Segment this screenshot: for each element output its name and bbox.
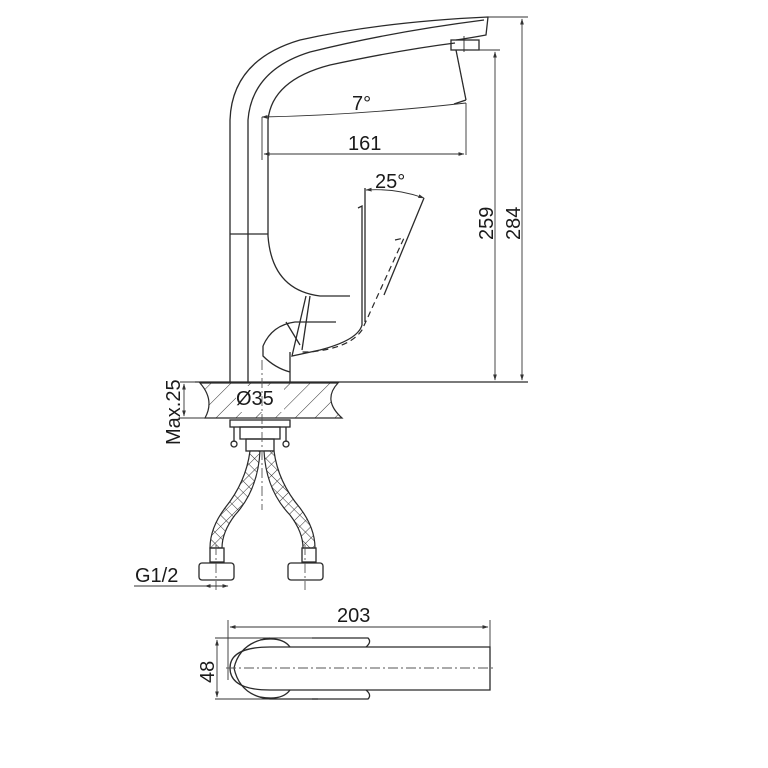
outlet-height-label: 259 — [476, 207, 498, 240]
height-dimensions: 259 284 — [468, 16, 528, 381]
top-width-label: 48 — [197, 661, 219, 683]
spout-reach-dimension: 7° 161 — [261, 93, 467, 160]
lever-angle-dimension: 25° — [364, 171, 425, 322]
top-length-label: 203 — [337, 605, 370, 627]
lever-angle-label: 25° — [375, 171, 405, 193]
thread-dimension: G1/2 — [134, 565, 229, 588]
countertop-section: Ø35 Max.25 — [163, 379, 528, 445]
supply-hoses — [198, 450, 324, 590]
total-height-label: 284 — [503, 207, 525, 240]
spout-reach-label: 161 — [348, 133, 381, 155]
faucet-top-view: 203 48 — [197, 605, 496, 700]
faucet-side-view — [229, 16, 489, 382]
spout-angle-label: 7° — [352, 93, 371, 115]
mounting-hardware — [229, 360, 291, 510]
mount-hole-label: Ø35 — [236, 388, 274, 410]
max-deck-label: Max.25 — [163, 379, 185, 445]
thread-label: G1/2 — [135, 565, 178, 587]
